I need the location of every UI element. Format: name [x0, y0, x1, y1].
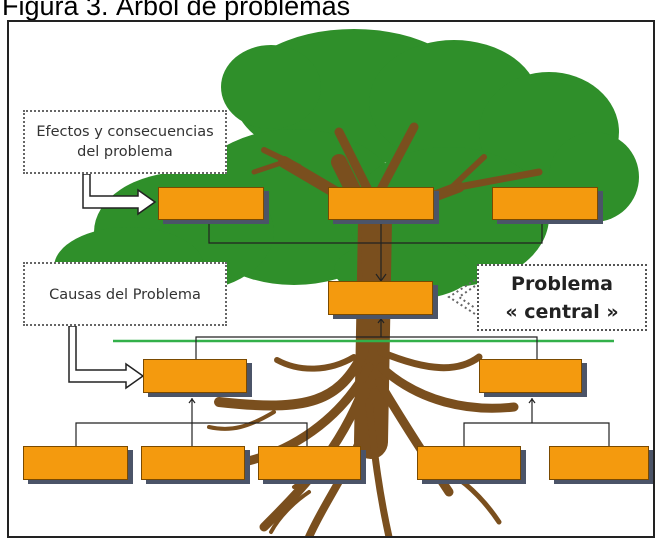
effect-box-1	[158, 187, 264, 220]
sub-cause-box-1	[23, 446, 128, 480]
effects-callout: Efectos y consecuencias del problema	[23, 110, 227, 174]
central-problem-box	[328, 281, 433, 315]
central-problem-line1: Problema	[511, 273, 613, 295]
causes-callout-label: Causas del Problema	[49, 287, 201, 303]
effects-callout-line2: del problema	[77, 144, 173, 160]
sub-cause-box-3	[258, 446, 361, 480]
effect-box-3	[492, 187, 598, 220]
connector-lines	[75, 218, 610, 446]
tree-roots	[207, 347, 519, 536]
figure-caption: Figura 3. Árbol de problemas	[2, 0, 351, 21]
central-problem-callout: Problema « central »	[477, 264, 647, 331]
causes-callout: Causas del Problema	[23, 262, 227, 326]
cause-box-left	[143, 359, 247, 393]
problem-chevron	[447, 279, 476, 315]
pointer-arrows	[68, 173, 157, 390]
sub-cause-box-4	[417, 446, 521, 480]
sub-cause-box-5	[549, 446, 649, 480]
sub-cause-box-2	[141, 446, 245, 480]
cause-box-right	[479, 359, 582, 393]
central-problem-line2: « central »	[505, 301, 619, 323]
problem-tree-diagram: Efectos y consecuencias del problema Cau…	[7, 20, 655, 538]
effects-callout-line1: Efectos y consecuencias	[36, 124, 214, 140]
effect-box-2	[328, 187, 434, 220]
